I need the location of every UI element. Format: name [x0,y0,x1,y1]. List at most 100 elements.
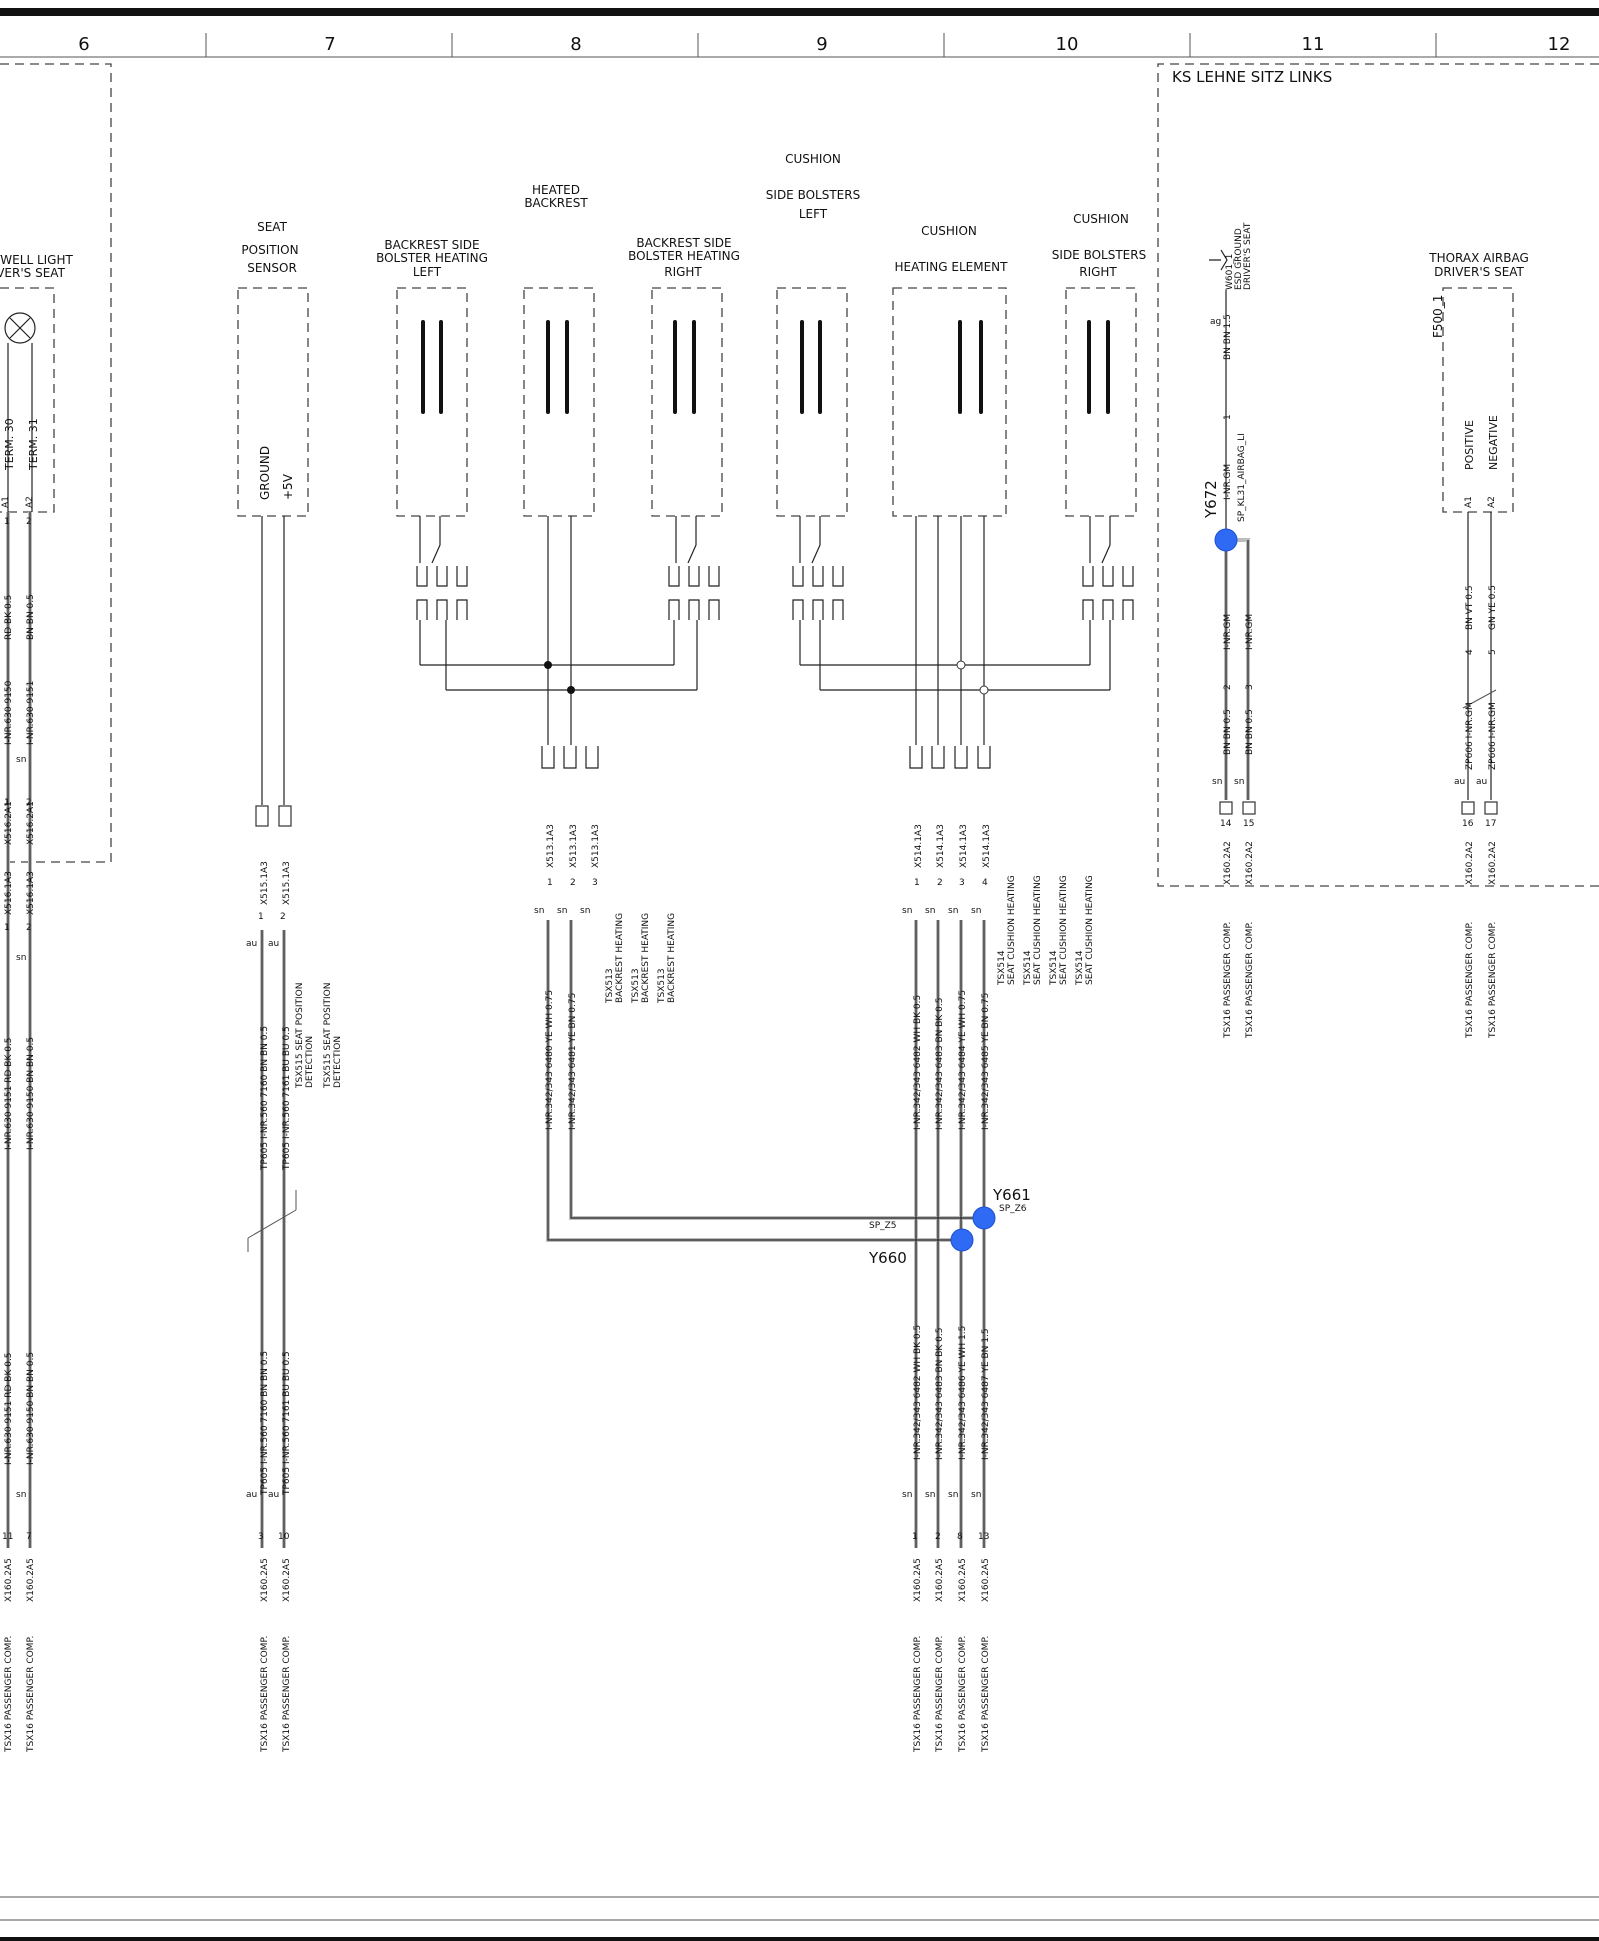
diagram-label: 2 [26,798,32,808]
seat-position-sensor-component: SEAT POSITION SENSOR GROUND +5V [237,220,309,517]
diagram-label: X514.1A3 [914,824,924,868]
diagram-label: I-NR.630 9150 [4,680,14,745]
diagram-label: 2 [1223,684,1233,690]
diagram-label: TSX515 SEAT POSITION [295,983,305,1089]
shield-marker [247,1209,297,1239]
diagram-label: I-NR.342/343 6487 YE BN 1.5 [981,1328,991,1460]
diagram-label: TSX16 PASSENGER COMP. [1465,922,1475,1039]
diagram-label: sn [557,906,567,916]
diagram-label: F500_1 [1431,295,1445,338]
diagram-label: 7 [26,1532,32,1542]
cushion-bolsters-right-component: CUSHION SIDE BOLSTERS RIGHT [1052,212,1146,517]
diagram-label: TSX16 PASSENGER COMP. [913,1636,923,1753]
diagram-label: I-NR.342/343 6483 BN BK 0.5 [935,998,945,1130]
diagram-label: X160.2A5 [282,1558,292,1602]
diagram-label: Y672 [1202,480,1220,519]
column-number: 9 [816,34,827,55]
diagram-label: BN BN 0.5 [26,594,36,640]
diagram-label: X160.2A2 [1465,841,1475,885]
diagram-label: 1 [258,912,264,922]
diagram-label: HEATED [532,183,580,197]
diagram-label: sn [534,906,544,916]
diagram-label: KS LEHNE SITZ LINKS [1172,68,1332,86]
diagram-label: SP_Z6 [999,1204,1027,1214]
diagram-label: RIGHT [1079,265,1117,279]
diagram-label: SIDE BOLSTERS [1052,248,1146,262]
splice-y672: Y672 I-NR.GM I-NR.GM 2 3 BN BN 0.5 BN BN… [1202,480,1256,1039]
diagram-label: 1 [4,923,10,933]
diagram-label: SP_Z5 [869,1221,897,1231]
diagram-label: TSX513 [605,968,615,1004]
diagram-label: 3 [1245,684,1255,690]
diagram-label: X160.2A2 [1488,841,1498,885]
thorax-airbag-component: THORAX AIRBAG DRIVER'S SEAT F500_1 POSIT… [1428,251,1529,513]
diagram-label: BACKREST SIDE [384,238,479,252]
x513-x514-connectors: X513.1A3 X513.1A3 X513.1A3 1 2 3 sn sn s… [534,824,1095,1004]
diagram-label: TP605 I-NR.560 7160 BN BN 0.5 [260,1351,270,1496]
diagram-label: BACKREST HEATING [615,913,625,1003]
diagram-label: 4 [982,878,988,888]
diagram-label: ZP606 I-NR.GM [1488,702,1498,770]
diagram-label: LEFT [799,207,828,221]
footwell-light-wires: 1 2 RD BK 0.5 BN BN 0.5 I-NR.630 9150 I-… [2,512,36,1753]
diagram-label: 2 [935,1532,941,1542]
diagram-label: LEFT [413,265,442,279]
diagram-label: THORAX AIRBAG [1428,251,1529,265]
heater-connector-stubs [416,516,1134,769]
diagram-label: ZP606 I-NR.GM [1465,702,1475,770]
diagram-label: NEGATIVE [1487,415,1500,470]
diagram-label: DETECTION [305,1036,315,1088]
diagram-label: I-NR.342/343 6483 BN BK 0.5 [935,1328,945,1460]
diagram-label: RD BK 0.5 [4,595,14,640]
column-number: 6 [78,34,89,55]
diagram-label: TSX515 SEAT POSITION [323,983,333,1089]
diagram-label: TSX16 PASSENGER COMP. [4,1636,14,1753]
diagram-label: X516.2A1 [4,801,14,845]
diagram-label: BACKREST SIDE [636,236,731,250]
diagram-label: X514.1A3 [959,824,969,868]
diagram-label: 8 [957,1532,963,1542]
diagram-label: A1 [1464,496,1474,508]
diagram-label: sn [925,906,935,916]
diagram-label: ESD GROUND [1234,228,1244,290]
diagram-label: 2 [26,923,32,933]
diagram-label: SP_KL31_AIRBAG_LI [1237,433,1247,522]
diagram-label: 5 [1488,649,1498,655]
diagram-label: 1 [914,878,920,888]
bottom-border [0,1937,1599,1941]
diagram-label: 2 [280,912,286,922]
heated-backrest-component: HEATED BACKREST [523,183,595,517]
diagram-label: BOLSTER HEATING [628,249,740,263]
diagram-label: GROUND [258,446,272,500]
diagram-label: X515.1A3 [282,861,292,905]
diagram-label: 2 [937,878,943,888]
diagram-label: sn [971,906,981,916]
diagram-label: X514.1A3 [936,824,946,868]
diagram-label: POSITIVE [1463,420,1476,470]
backrest-bolster-right-component: BACKREST SIDE BOLSTER HEATING RIGHT [628,236,740,517]
diagram-label: BACKREST [524,196,588,210]
splice-y661: Y661 SP_Z6 [972,1186,1031,1230]
diagram-label: 3 [592,878,598,888]
diagram-label: 17 [1485,819,1496,829]
diagram-label: 14 [1220,819,1232,829]
diagram-label: 3 [258,1532,264,1542]
diagram-label: sn [1212,777,1222,787]
diagram-label: BOLSTER HEATING [376,251,488,265]
diagram-label: TSX514 [1075,950,1085,986]
diagram-label: BACKREST HEATING [641,913,651,1003]
diagram-label: I-NR.630 9151 [26,681,36,745]
column-ruler: 6 7 8 9 10 11 12 [78,33,1570,57]
seat-position-sensor-wires: X515.1A3 X515.1A3 1 2 au au TP605 I-NR.5… [246,516,343,1753]
diagram-label: au [246,1490,257,1500]
diagram-label: SEAT CUSHION HEATING [1059,875,1069,985]
diagram-label: I-NR.630 9150 BN BN 0.5 [26,1352,36,1465]
diagram-label: +5V [281,473,295,500]
diagram-label: TSX16 PASSENGER COMP. [260,1636,270,1753]
diagram-label: sn [925,1490,935,1500]
column-number: 12 [1548,34,1571,55]
diagram-label: sn [16,953,26,963]
diagram-label: Y661 [992,1186,1031,1204]
diagram-label: BN BN 0.5 [1245,709,1255,755]
